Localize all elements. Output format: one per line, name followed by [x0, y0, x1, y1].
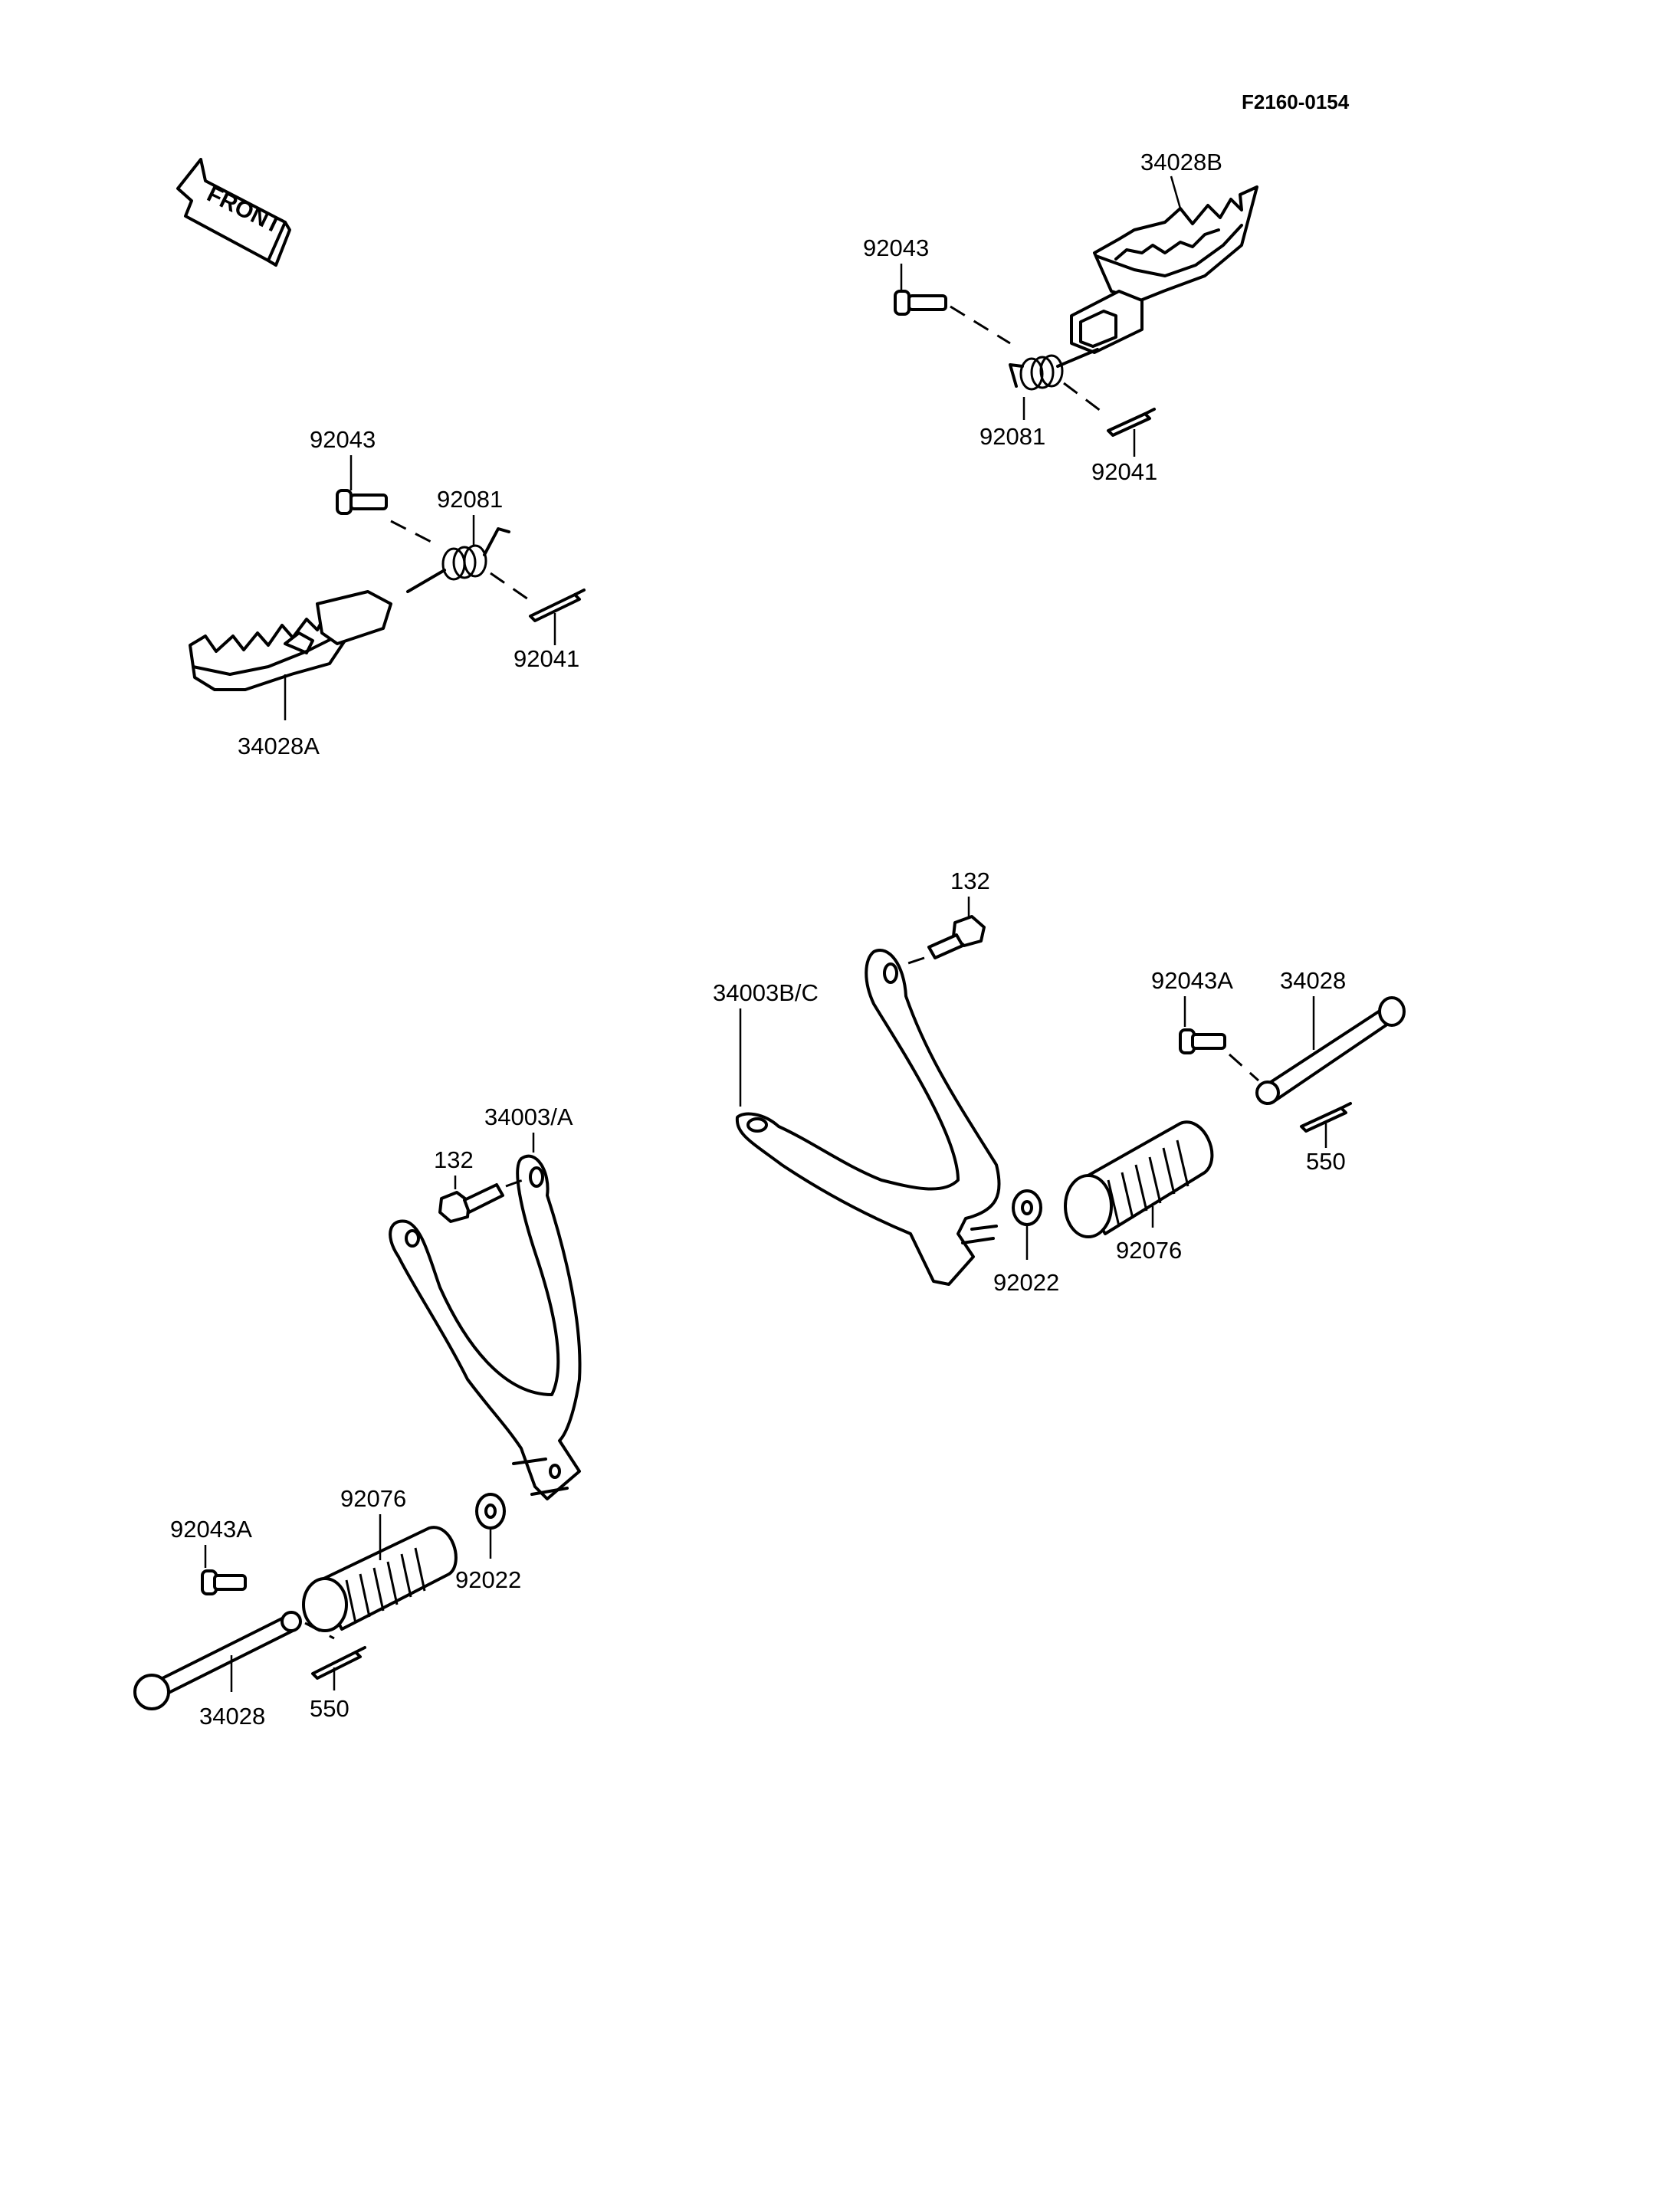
label-92022-bottom-left: 92022	[455, 1566, 521, 1593]
front-arrow-icon: FRONT	[176, 158, 291, 267]
label-92076-bottom-right: 92076	[1116, 1237, 1182, 1264]
label-34003a: 34003/A	[484, 1103, 573, 1130]
pin-34028-bottom-right	[1255, 996, 1406, 1105]
label-550-bottom-left: 550	[310, 1695, 349, 1722]
bolt-132-bottom-right	[927, 915, 986, 959]
cotter-pin-550-bottom-left	[311, 1646, 366, 1680]
rubber-92076-bottom-right	[1064, 1120, 1214, 1238]
bottom-left-footrest-group: 34003/A 132 92076 92022 9	[133, 1103, 582, 1730]
label-92041-top-right: 92041	[1091, 458, 1157, 485]
cotter-pin-550-bottom-right	[1300, 1102, 1352, 1133]
cotter-pin-92041-top-right	[1107, 408, 1156, 437]
label-92022-bottom-right: 92022	[993, 1269, 1059, 1296]
top-right-footpeg-group: 34028B 92043 92081 92041	[863, 149, 1258, 485]
footpeg-34028b	[1070, 185, 1258, 354]
washer-92022-bottom-right	[1012, 1189, 1042, 1226]
label-92043-top-left: 92043	[310, 426, 376, 453]
label-92043-top-right: 92043	[863, 234, 929, 261]
bolt-92043-top-right	[894, 290, 947, 316]
label-132-bottom-left: 132	[434, 1146, 474, 1173]
label-92043a-bottom-left: 92043A	[170, 1516, 252, 1543]
label-34028-bottom-left: 34028	[199, 1703, 265, 1730]
bolt-132-bottom-left	[438, 1183, 504, 1223]
bottom-right-footrest-group: 132 34003B/C 92043A 34028	[713, 867, 1406, 1296]
cotter-pin-92041-top-left	[529, 589, 586, 622]
rubber-92076-bottom-left	[302, 1526, 458, 1632]
label-34028a: 34028A	[238, 733, 320, 759]
top-left-footpeg-group: 92043 92081 92041 3	[189, 426, 586, 759]
washer-92022-bottom-left	[475, 1493, 506, 1530]
label-132-bottom-right: 132	[950, 867, 990, 894]
pin-34028-bottom-left	[133, 1611, 302, 1710]
label-92081-top-left: 92081	[437, 486, 503, 513]
label-92043a-bottom-right: 92043A	[1151, 967, 1233, 994]
clevis-bolt-92043a-bottom-right	[1179, 1028, 1226, 1054]
footpeg-34028a	[189, 590, 392, 691]
spring-92081-top-left	[406, 527, 510, 593]
label-92081-top-right: 92081	[979, 423, 1045, 450]
label-34028-bottom-right: 34028	[1280, 967, 1346, 994]
bracket-34003bc	[735, 949, 1001, 1286]
label-92076-bottom-left: 92076	[340, 1485, 406, 1512]
label-34028b: 34028B	[1140, 149, 1222, 175]
clevis-bolt-92043a-bottom-left	[201, 1569, 247, 1595]
bracket-34003a	[389, 1154, 582, 1500]
label-92041-top-left: 92041	[514, 645, 579, 672]
spring-92081-top-right	[1009, 348, 1099, 391]
label-34003bc: 34003B/C	[713, 979, 819, 1006]
diagram-code: F2160-0154	[1242, 90, 1350, 113]
label-550-bottom-right: 550	[1306, 1148, 1346, 1175]
bolt-92043-top-left	[336, 489, 388, 515]
